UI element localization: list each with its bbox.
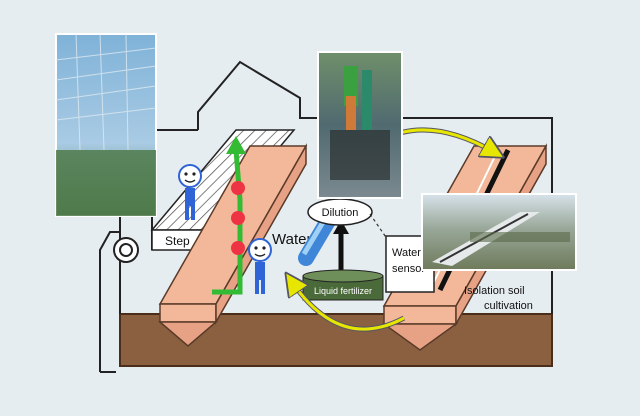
person-icon bbox=[178, 164, 202, 220]
dilution-flow-arrow bbox=[333, 220, 349, 276]
greenhouse-photo bbox=[55, 33, 157, 217]
water-label: Water bbox=[272, 231, 311, 248]
dilution-label: Dilution bbox=[322, 207, 359, 219]
step-label: Step bbox=[165, 234, 190, 248]
water-sensor-label-line1: Water bbox=[392, 247, 421, 259]
isolation-bed-field-photo bbox=[421, 193, 577, 271]
irrigation-equipment-photo bbox=[317, 51, 403, 199]
liquid-fertilizer-tank bbox=[302, 269, 384, 301]
isolation-label-line1: Isolation soil bbox=[464, 285, 525, 297]
water-drips bbox=[231, 181, 245, 255]
person-icon bbox=[248, 238, 272, 294]
valve-icon bbox=[113, 237, 139, 263]
water-sensor-label-line2: sensor bbox=[392, 263, 425, 275]
isolation-label-line2: cultivation bbox=[484, 300, 533, 312]
liquid-fertilizer-label: Liquid fertilizer bbox=[314, 286, 372, 296]
